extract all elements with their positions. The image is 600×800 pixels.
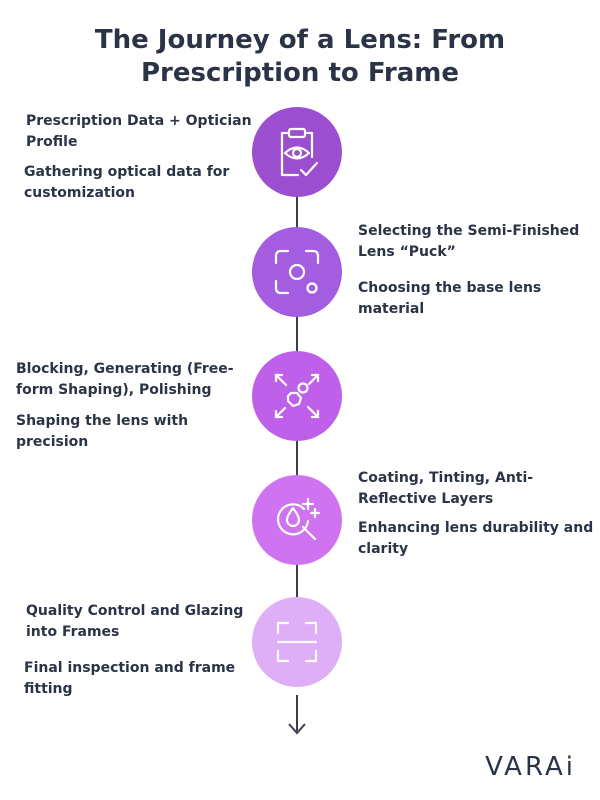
connector-line-3 bbox=[296, 441, 298, 475]
step-3-description: Shaping the lens with precision bbox=[16, 413, 189, 450]
step-4-description: Enhancing lens durability and clarity bbox=[358, 520, 594, 557]
step-1-title: Prescription Data + Optician Profile bbox=[26, 113, 252, 150]
focus-scan-icon bbox=[274, 249, 320, 295]
title-line-2: Prescription to Frame bbox=[140, 58, 460, 88]
step-3-circle bbox=[252, 351, 342, 441]
step-1-description: Gathering optical data for customization bbox=[24, 164, 230, 201]
connector-line-1 bbox=[296, 197, 298, 227]
step-5-description: Final inspection and frame fitting bbox=[24, 660, 236, 697]
brand-logo: VARAi bbox=[485, 752, 576, 782]
step-4-title: Coating, Tinting, Anti-Reflective Layers bbox=[358, 470, 534, 507]
magnifier-drop-icon bbox=[277, 497, 321, 541]
step-2-circle bbox=[252, 227, 342, 317]
page-title: The Journey of a Lens: From Prescription… bbox=[0, 24, 600, 90]
step-5-circle bbox=[252, 597, 342, 687]
arrow-down-icon bbox=[288, 723, 306, 735]
step-2-description: Choosing the base lens material bbox=[358, 280, 542, 317]
expand-shapes-icon bbox=[274, 373, 320, 419]
step-2-title: Selecting the Semi-Finished Lens “Puck” bbox=[358, 223, 580, 260]
step-1-circle bbox=[252, 107, 342, 197]
clipboard-eye-icon bbox=[280, 127, 319, 177]
flow-arrow-line bbox=[296, 695, 298, 731]
title-line-1: The Journey of a Lens: From bbox=[94, 25, 506, 55]
step-4-circle bbox=[252, 475, 342, 565]
step-3-title: Blocking, Generating (Free-form Shaping)… bbox=[16, 361, 234, 398]
connector-line-2 bbox=[296, 317, 298, 351]
scan-frame-icon bbox=[276, 621, 318, 663]
step-5-title: Quality Control and Glazing into Frames bbox=[26, 603, 244, 640]
connector-line-4 bbox=[296, 565, 298, 597]
